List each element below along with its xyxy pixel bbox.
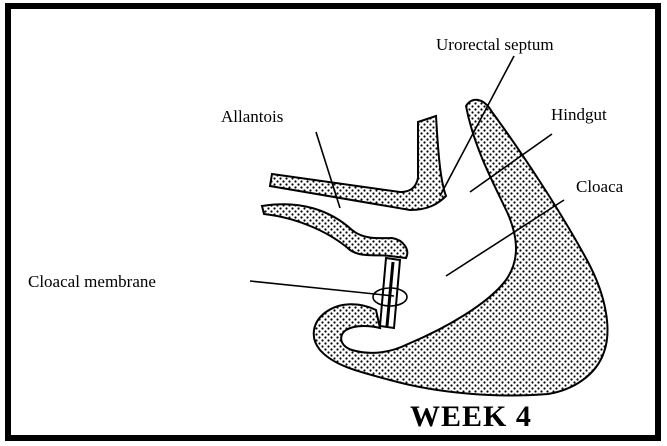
label-hindgut: Hindgut bbox=[551, 105, 607, 124]
label-cloaca: Cloaca bbox=[576, 177, 624, 196]
label-cloacal-membrane: Cloacal membrane bbox=[28, 272, 156, 291]
label-urorectal-septum: Urorectal septum bbox=[436, 35, 554, 54]
figure-caption: WEEK 4 bbox=[410, 400, 532, 433]
label-allantois: Allantois bbox=[221, 107, 283, 126]
